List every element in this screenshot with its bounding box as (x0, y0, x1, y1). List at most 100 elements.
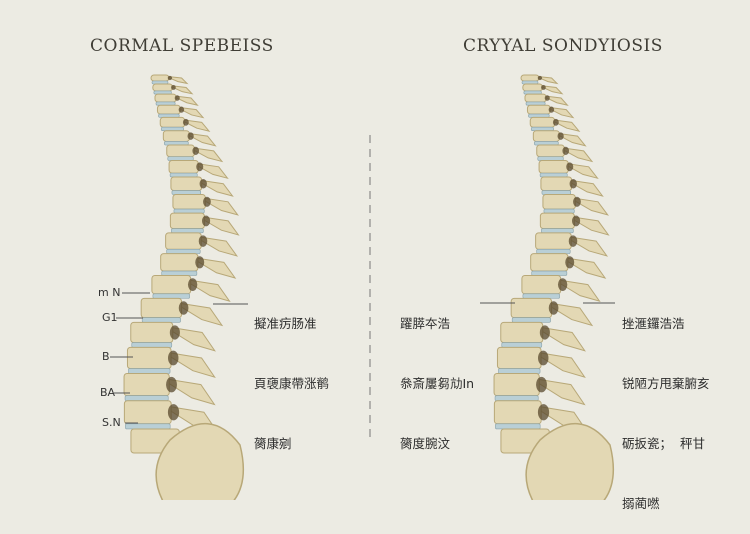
intervertebral-disc (537, 156, 564, 161)
foramen (169, 325, 180, 340)
foramen (536, 376, 547, 393)
foramen (178, 106, 185, 113)
right-spine (493, 74, 615, 500)
intervertebral-disc (528, 113, 550, 118)
intervertebral-disc (169, 172, 198, 178)
foramen (168, 350, 179, 366)
intervertebral-disc (125, 423, 171, 430)
vertebral-body (526, 104, 551, 115)
intervertebral-disc (501, 342, 543, 348)
foramen (539, 325, 550, 340)
vertebral-body (156, 104, 181, 115)
intervertebral-disc (161, 270, 198, 276)
intervertebral-disc (534, 141, 559, 146)
foramen (198, 235, 208, 247)
vertebral-body (524, 93, 547, 103)
foramen (187, 132, 194, 140)
vertebral-body (529, 116, 556, 128)
intervertebral-disc (128, 368, 171, 374)
vertebra (160, 253, 237, 279)
foramen (548, 106, 555, 113)
vertebra (521, 274, 601, 303)
vertebra (540, 176, 604, 197)
intervertebral-disc (543, 208, 575, 214)
foramen (544, 95, 550, 101)
intervertebral-disc (511, 317, 551, 323)
vertebra (168, 159, 229, 180)
vertebral-body (532, 130, 560, 142)
foramen (552, 118, 559, 126)
vertebral-body (522, 83, 543, 92)
vertebral-body (165, 232, 202, 250)
foramen (557, 132, 564, 140)
intervertebral-disc (494, 395, 539, 402)
foramen (167, 75, 173, 81)
vertebra (524, 93, 569, 106)
vertebral-body (536, 144, 565, 158)
foramen (568, 235, 578, 247)
foramen (195, 256, 205, 269)
leader-lines (110, 292, 615, 424)
foramen (565, 256, 575, 269)
vertebra (520, 74, 559, 85)
vertebral-body (152, 83, 173, 92)
foramen (178, 301, 189, 315)
vertebral-body (539, 212, 575, 230)
vertebral-body (126, 346, 172, 370)
vertebra (496, 346, 586, 378)
vertebral-body (140, 297, 183, 319)
right-note-left: 躍膵夲浩 叅斎屢芻劥In 膐度腕汶 (400, 274, 474, 474)
label-b: B (102, 350, 110, 363)
vertebral-body (151, 274, 192, 295)
spine-illustration (110, 74, 615, 500)
intervertebral-disc (531, 270, 568, 276)
note-line: 擬准疠肠准 (254, 316, 317, 331)
foramen (541, 85, 546, 90)
foramen (196, 162, 204, 172)
left-spine (123, 74, 245, 500)
vertebra (526, 104, 575, 119)
vertebral-body (496, 346, 542, 370)
vertebra (169, 212, 240, 236)
vertebra (542, 194, 609, 216)
vertebra (529, 116, 581, 132)
foramen (548, 301, 559, 315)
intervertebral-disc (152, 293, 191, 299)
vertebral-body (493, 400, 542, 425)
sacrum (525, 423, 615, 500)
vertebral-body (166, 144, 195, 158)
vertebra (154, 93, 199, 106)
intervertebral-disc (164, 141, 189, 146)
note-line: 膐度腕汶 (400, 436, 451, 451)
vertebral-body (500, 321, 544, 344)
vertebra (126, 346, 216, 378)
foramen (192, 146, 200, 155)
foramen (557, 278, 568, 292)
foramen (569, 179, 577, 189)
intervertebral-disc (141, 317, 181, 323)
intervertebral-disc (536, 249, 571, 254)
vertebral-body (170, 176, 203, 192)
foramen (571, 215, 581, 227)
vertebral-body (154, 93, 177, 103)
vertebral-body (159, 116, 186, 128)
vertebra (532, 130, 587, 147)
vertebral-body (160, 253, 199, 272)
vertebra (123, 373, 216, 406)
intervertebral-disc (495, 423, 541, 430)
vertebra (522, 83, 564, 95)
foramen (171, 85, 176, 90)
intervertebral-disc (541, 228, 574, 234)
foramen (166, 376, 177, 393)
vertebral-body (130, 321, 174, 344)
note-line: 锐陋方甩棄腑亥 (622, 376, 710, 391)
vertebra (536, 144, 594, 163)
foramen (187, 278, 198, 292)
vertebral-body (172, 194, 206, 210)
vertebral-body (123, 373, 170, 397)
intervertebral-disc (541, 190, 572, 195)
foramen (573, 196, 581, 207)
foramen (203, 196, 211, 207)
vertebral-body (168, 159, 199, 174)
intervertebral-disc (173, 208, 205, 214)
